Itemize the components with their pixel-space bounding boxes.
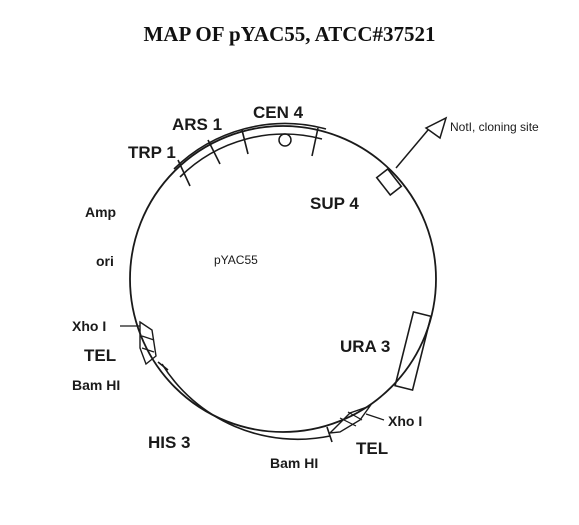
- label-cen4: CEN 4: [253, 103, 304, 122]
- tel-right-arrow: [328, 404, 372, 434]
- map-title: MAP OF pYAC55, ATCC#37521: [143, 22, 436, 46]
- plasmid-circle: [129, 125, 437, 433]
- segment-tick-3: [241, 129, 249, 155]
- notl-stem: [395, 129, 429, 169]
- label-ura3: URA 3: [340, 337, 390, 356]
- label-xho-left: Xho I: [72, 318, 106, 334]
- label-bamhi-bottom: Bam HI: [270, 455, 318, 471]
- label-plasmid-name: pYAC55: [214, 253, 258, 267]
- label-notl: NotI, cloning site: [450, 120, 539, 134]
- tel-left-hatch-2: [141, 347, 155, 353]
- bamhi-left-tick: [157, 361, 169, 371]
- label-sup4: SUP 4: [310, 194, 359, 213]
- label-trp1: TRP 1: [128, 143, 176, 162]
- label-bamhi-left: Bam HI: [72, 377, 120, 393]
- label-amp: Amp: [85, 204, 116, 220]
- tel-right-hatch-1: [339, 417, 357, 427]
- xho-right-leader: [365, 413, 385, 421]
- segment-tick-1: [177, 159, 191, 187]
- tel-left-hatch-1: [141, 335, 155, 341]
- sup4-box: [375, 167, 403, 197]
- label-ori: ori: [96, 253, 114, 269]
- label-tel-left: TEL: [84, 346, 116, 365]
- segment-tick-4: [311, 127, 319, 157]
- ura3-box: [394, 310, 432, 392]
- his3-arc: [161, 363, 331, 441]
- trp1-ars1-cen4-segment-inner: [179, 133, 323, 178]
- label-ars1: ARS 1: [172, 115, 222, 134]
- segment-tick-2: [207, 139, 221, 165]
- label-xho-right: Xho I: [388, 413, 422, 429]
- bamhi-bottom-tick: [326, 426, 333, 443]
- notl-triangle: [424, 116, 448, 140]
- tel-right-hatch-2: [347, 411, 363, 421]
- label-his3: HIS 3: [148, 433, 191, 452]
- label-tel-right: TEL: [356, 439, 388, 458]
- tel-left-arrow: [139, 320, 157, 366]
- centromere-marker: [278, 133, 292, 147]
- trp1-ars1-cen4-segment: [173, 122, 327, 170]
